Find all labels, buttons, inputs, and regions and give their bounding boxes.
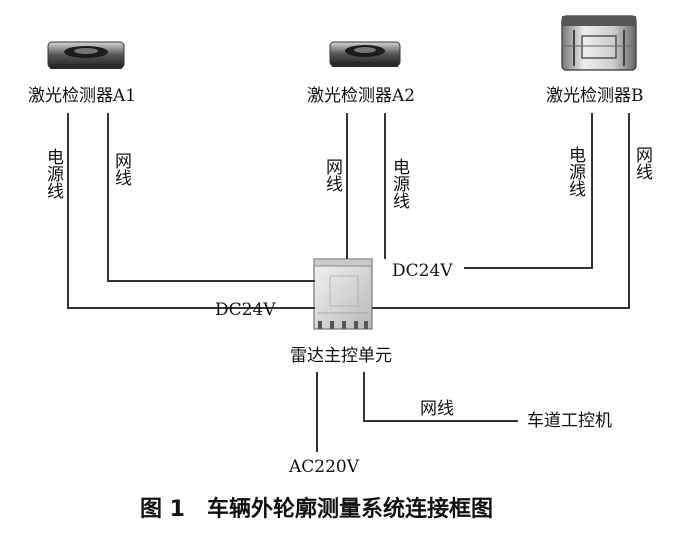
wire-power-a1 — [67, 113, 315, 309]
laser-detector-a1-icon — [47, 41, 125, 69]
radar-control-unit-label: 雷达主控单元 — [290, 346, 392, 366]
detector-b-label: 激光检测器B — [546, 86, 644, 106]
wire-net-lane — [363, 372, 518, 422]
power-cable-a1-label: 电源线 — [43, 148, 63, 199]
network-cable-a2-label: 网线 — [322, 158, 342, 192]
laser-detector-a2-icon — [329, 41, 401, 67]
power-cable-a2-label: 电源线 — [389, 158, 409, 209]
dc24v-label-left: DC24V — [215, 300, 276, 320]
figure-caption: 图 1 车辆外轮廓测量系统连接框图 — [140, 497, 493, 522]
wire-net-b — [372, 113, 630, 309]
network-cable-lane-label: 网线 — [420, 399, 454, 419]
detector-a1-label: 激光检测器A1 — [28, 86, 137, 106]
dc24v-label-right: DC24V — [392, 261, 453, 281]
control-cabinet-icon — [313, 258, 373, 330]
power-cable-b-label: 电源线 — [565, 146, 585, 197]
laser-detector-b-icon — [561, 15, 637, 71]
wire-net-a1 — [107, 113, 315, 282]
wire-power-b — [464, 113, 593, 269]
network-cable-a1-label: 网线 — [111, 152, 131, 186]
ac220v-label: AC220V — [289, 457, 360, 477]
detector-a2-label: 激光检测器A2 — [307, 86, 416, 106]
lane-pc-label: 车道工控机 — [527, 411, 612, 431]
network-cable-b-label: 网线 — [632, 146, 652, 180]
